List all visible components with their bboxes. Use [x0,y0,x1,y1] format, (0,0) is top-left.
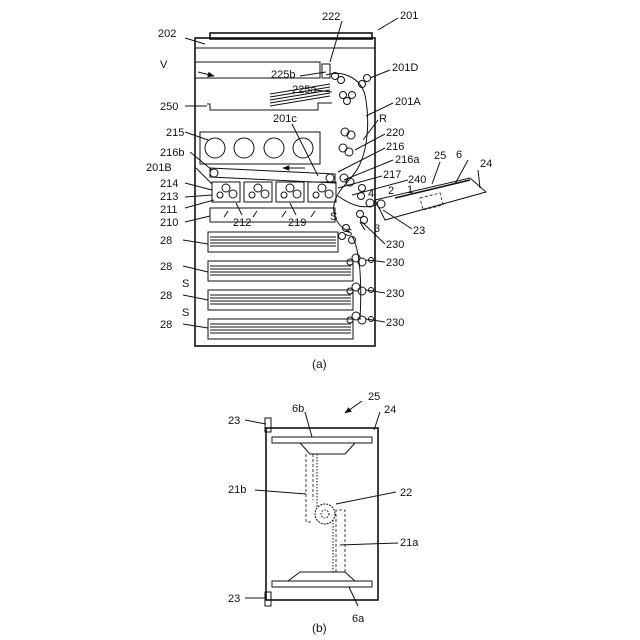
label-201a: 201A [395,96,421,108]
plate-6b-support [300,443,355,454]
label-219: 219 [288,217,306,229]
label-b-21b: 21b [228,484,246,496]
label-212: 212 [233,217,251,229]
label-201c: 201c [273,113,297,125]
toner-bottle-2 [234,138,254,158]
paper-cassette-1 [208,232,338,252]
arrow-25 [345,401,362,413]
paper-cassette-2 [208,261,353,281]
label-201b: 201B [146,162,172,174]
label-v: V [160,59,168,71]
label-28-1: 28 [160,235,172,247]
plate-6a [272,581,372,587]
label-r: R [379,113,387,125]
label-217: 217 [383,169,401,181]
label-220: 220 [386,127,404,139]
label-230-1: 230 [386,239,404,251]
label-6: 6 [456,149,462,161]
label-201d: 201D [392,62,418,74]
toner-bottle-1 [205,138,225,158]
label-4: 4 [368,188,374,200]
label-28-4: 28 [160,319,172,331]
toner-bottle-3 [264,138,284,158]
label-b-6a: 6a [352,613,365,625]
label-b-6b: 6b [292,403,304,415]
intermediate-transfer-belt [210,168,335,183]
leader-lines-b [245,412,398,606]
rack-21b-outline [306,454,313,522]
label-1: 1 [407,184,413,196]
figure-b: 25 23 6b 24 21b 22 21a 23 6a (b) [228,391,419,635]
label-225b: 225b [271,69,295,81]
belt-roller-left [210,169,218,177]
pinion-gear [315,504,335,524]
label-201: 201 [400,10,418,22]
label-b-23-bottom: 23 [228,593,240,605]
label-24: 24 [480,158,492,170]
reading-arrow [198,72,214,76]
caption-a: (a) [312,357,327,371]
paper-cassette-4 [208,319,353,339]
label-28-2: 28 [160,261,172,273]
plate-6b [272,437,372,443]
label-b-22: 22 [400,487,412,499]
label-214: 214 [160,178,178,190]
label-225a: 225a [292,84,317,96]
label-216b: 216b [160,147,184,159]
label-s-1: S [330,211,337,223]
label-23: 23 [413,225,425,237]
label-s-3: S [182,278,189,290]
caption-b: (b) [312,621,327,635]
label-230-3: 230 [386,288,404,300]
label-28-3: 28 [160,290,172,302]
label-250: 250 [160,101,178,113]
label-213: 213 [160,191,178,203]
label-s-2: S [345,227,352,239]
image-forming-stations [212,182,336,202]
label-3: 3 [374,223,380,235]
output-tray [207,103,332,110]
label-b-23-top: 23 [228,415,240,427]
plate-6a-support [288,572,355,581]
label-202: 202 [158,28,176,40]
label-2: 2 [388,185,394,197]
label-b-24: 24 [384,404,396,416]
label-215: 215 [166,127,184,139]
label-b-21a: 21a [400,537,419,549]
label-25: 25 [434,150,446,162]
exposure-unit [210,208,335,222]
pinion-gear-hub [321,510,329,518]
belt-roller-right [326,174,334,182]
toner-bottle-4 [293,138,313,158]
label-216a: 216a [395,154,420,166]
paper-cassette-3 [208,290,353,310]
label-210: 210 [160,217,178,229]
label-s-4: S [182,307,189,319]
label-216: 216 [386,141,404,153]
label-230-4: 230 [386,317,404,329]
label-230-2: 230 [386,257,404,269]
rack-21a-outline [336,510,345,572]
toner-bottle-unit [200,132,320,164]
figure-a: 201 222 202 V 225b 201D 225a 250 201A 20… [146,10,492,371]
label-222: 222 [322,11,340,23]
label-b-25: 25 [368,391,380,403]
label-211: 211 [160,204,178,216]
